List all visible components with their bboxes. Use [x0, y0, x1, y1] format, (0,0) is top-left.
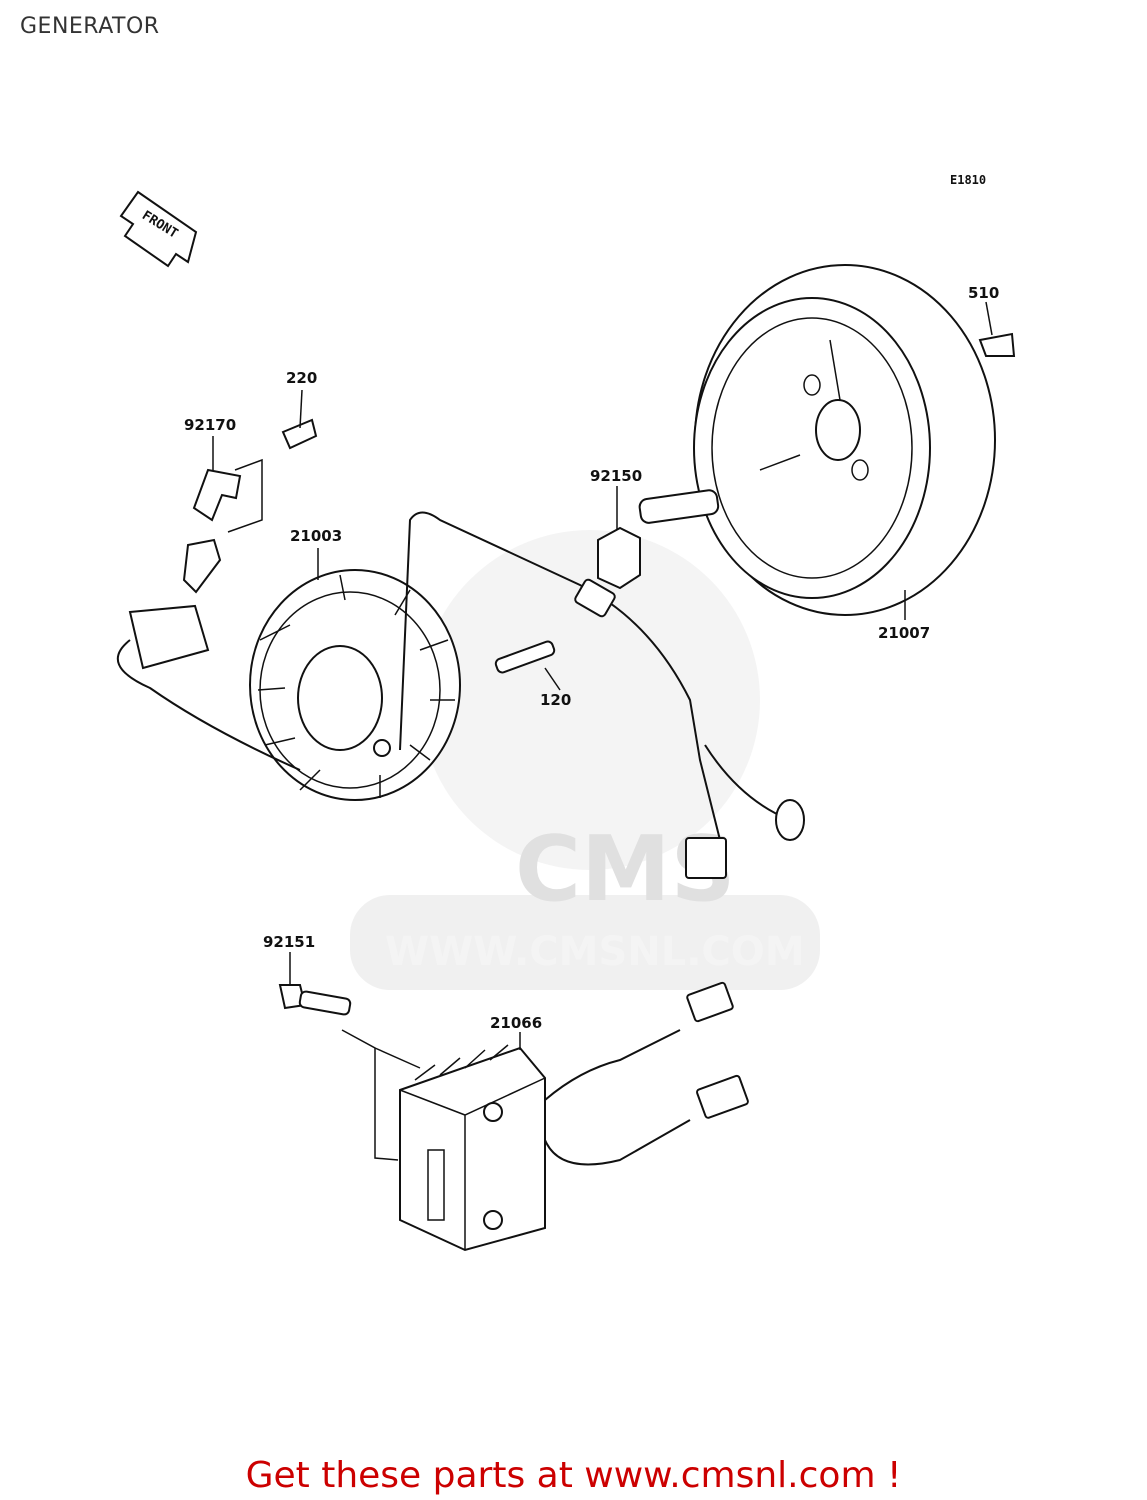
part-number-label: 510	[968, 284, 999, 302]
stator-coil	[249, 569, 461, 801]
front-arrow-icon: FRONT	[119, 190, 198, 268]
stator-harness	[399, 511, 805, 879]
part-number-label: 21007	[878, 624, 930, 642]
bracket-assembly	[182, 418, 318, 594]
parts-link-footer[interactable]: Get these parts at www.cmsnl.com !	[245, 1455, 902, 1496]
part-number-label: 21003	[290, 527, 342, 545]
part-number-label: 92170	[184, 416, 236, 434]
rotor-bolt	[597, 489, 720, 590]
part-number-label: 120	[540, 691, 571, 709]
regulator-rectifier	[341, 981, 749, 1252]
part-number-label: 92150	[590, 467, 642, 485]
part-number-label: 220	[286, 369, 317, 387]
regulator-bolt	[278, 984, 352, 1016]
pickup-coil	[116, 604, 301, 771]
leader-lines	[212, 301, 993, 1050]
part-number-label: 21066	[490, 1014, 542, 1032]
watermark-url: WWW.CMSNL.COM	[385, 929, 805, 975]
watermark: CMS WWW.CMSNL.COM	[350, 530, 820, 990]
flywheel-rotor	[693, 264, 996, 616]
key-part	[978, 332, 1016, 357]
stator-bolt	[494, 640, 556, 674]
page-title: GENERATOR	[20, 14, 160, 39]
drawing-code: E1810	[950, 173, 986, 187]
part-number-label: 92151	[263, 933, 315, 951]
